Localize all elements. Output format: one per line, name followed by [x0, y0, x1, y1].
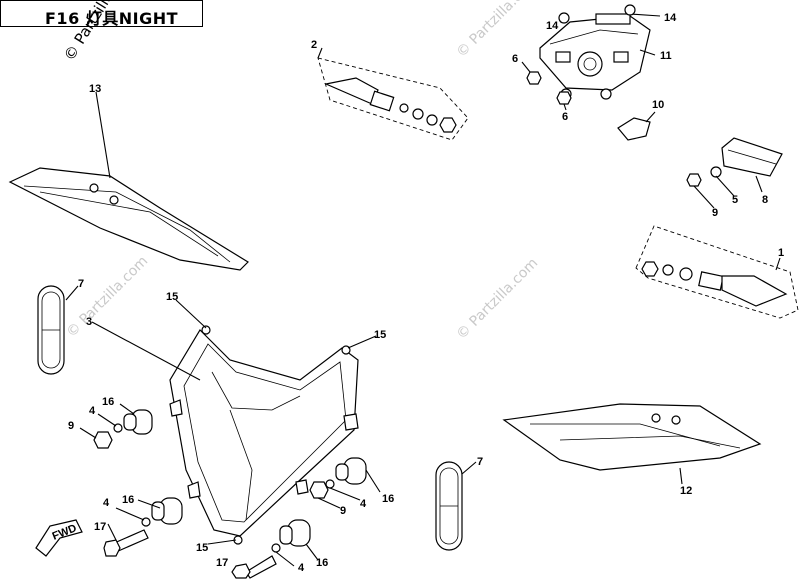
callout-4-lower-left: 4 — [103, 497, 110, 509]
headlight-assembly-part — [91, 299, 377, 545]
callout-7-left: 7 — [78, 278, 84, 290]
callout-8: 8 — [762, 194, 768, 206]
callout-4-right: 4 — [360, 498, 367, 510]
callout-15-bottom: 15 — [196, 542, 208, 554]
diagram-title-box: F16 灯具NIGHT — [0, 0, 203, 28]
callout-14-right: 14 — [664, 12, 677, 24]
nut-14a — [558, 12, 570, 24]
callout-6-upper: 6 — [512, 53, 518, 65]
callout-4-bottom: 4 — [298, 562, 305, 574]
nut-14b — [624, 4, 636, 16]
callout-11: 11 — [660, 50, 672, 62]
watermark-top: © Partzilla.com — [454, 0, 542, 61]
callout-16-upper-left: 16 — [102, 396, 114, 408]
callout-10: 10 — [652, 99, 664, 111]
side-panel-right-part — [502, 403, 762, 485]
callout-7-right: 7 — [477, 456, 483, 468]
turn-signal-left-part — [317, 47, 469, 141]
nut-6a — [526, 71, 542, 85]
callout-16-bottom: 16 — [316, 557, 328, 569]
watermark-center: © Partzilla.com — [454, 255, 542, 343]
watermark-corner: © Partzilla.com — [60, 0, 137, 64]
callout-3: 3 — [86, 316, 92, 328]
callout-6-lower: 6 — [562, 111, 568, 123]
turn-signal-right-part — [635, 225, 799, 319]
washer-5 — [710, 166, 722, 178]
watermark-left: © Partzilla.com — [64, 253, 152, 341]
callout-17-bottom: 17 — [216, 557, 228, 569]
tail-light-housing-part — [539, 13, 661, 100]
mount-hardware-left-upper — [79, 403, 153, 449]
callout-9-left: 9 — [68, 420, 74, 432]
callout-17-left: 17 — [94, 521, 106, 533]
diagram-title: F16 灯具NIGHT — [45, 9, 179, 28]
callout-5: 5 — [732, 194, 738, 206]
forward-direction-arrow: FWD — [35, 519, 83, 557]
callout-12: 12 — [680, 485, 692, 497]
callout-14-left: 14 — [546, 20, 559, 32]
callout-15-top-left: 15 — [166, 291, 178, 303]
mount-hardware-right-upper — [309, 457, 381, 509]
mount-hardware-left-lower — [103, 497, 183, 557]
callout-16-right: 16 — [382, 493, 394, 505]
nut-9-rear — [686, 173, 702, 187]
mount-hardware-right-lower — [231, 519, 319, 579]
callout-9-rear: 9 — [712, 207, 718, 219]
callout-2: 2 — [311, 39, 317, 51]
callout-15-top-right: 15 — [374, 329, 386, 341]
callout-13: 13 — [89, 83, 101, 95]
callout-1: 1 — [778, 247, 784, 259]
callout-9-right: 9 — [340, 505, 346, 517]
reflector-right-part — [435, 461, 477, 551]
nut-6b — [556, 91, 572, 105]
callout-labels: 2 14 14 6 6 11 10 13 5 9 8 1 7 15 15 3 1… — [68, 12, 784, 574]
license-lamp-part — [617, 111, 656, 141]
callout-16-lower-left: 16 — [122, 494, 134, 506]
reflector-left-part — [37, 285, 79, 375]
side-panel-left-part — [8, 91, 249, 271]
callout-4-upper-left: 4 — [89, 405, 96, 417]
reflector-part — [721, 137, 783, 193]
